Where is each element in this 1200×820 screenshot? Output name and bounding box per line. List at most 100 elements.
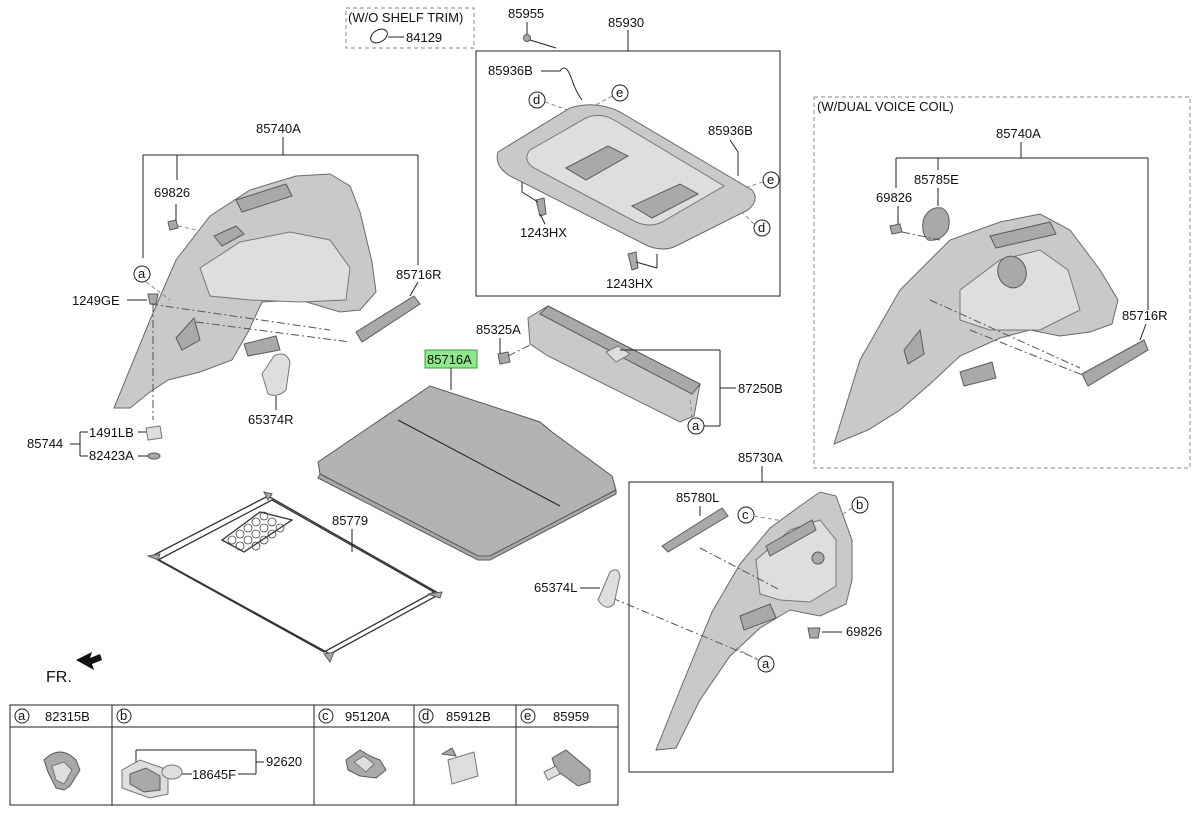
callout-b [851,496,869,514]
grommet-84129 [370,28,388,44]
callout-a-1 [133,265,151,283]
dual-voice-coil-label: (W/DUAL VOICE COIL) [817,99,954,114]
speaker-85785E [922,207,950,241]
part-85716R-right[interactable]: 85716R [1122,308,1168,323]
callout-e-2-letter: e [767,172,774,187]
legend-table: a 82315B b 18645F 92620 c 95120A d 85912… [9,704,619,806]
part-65374L[interactable]: 65374L [534,580,577,595]
part-1491LB[interactable]: 1491LB [89,425,134,440]
washer-82423A [147,452,161,460]
callout-c [737,506,755,524]
wo-shelf-trim-group: (W/O SHELF TRIM) 84129 [345,7,475,49]
part-85785E[interactable]: 85785E [914,172,959,187]
part-85716A[interactable]: 85716A [427,352,472,367]
bumper-85959 [551,749,591,787]
part-85740A-right[interactable]: 85740A [996,126,1041,141]
shelf-assembly-group: 85955 85930 85936B d e 85936B e d 1243HX [475,6,781,297]
pad-85912B [447,751,479,785]
transverse-trim-87250B [527,305,701,423]
part-69826-bottom[interactable]: 69826 [846,624,882,639]
cover-65374R [261,353,291,396]
callout-d-1 [528,91,546,109]
left-trim-group: 85740A 69826 a 1249GE 85716R 65374R [27,121,442,463]
scuff-85716R-left [355,295,421,343]
legend-c-circle [318,708,334,724]
callout-d-2-letter: d [758,220,765,235]
callout-a-3 [757,655,775,673]
transverse-trim-group: 85325A 87250B a [476,305,783,435]
callout-e-1 [611,84,629,102]
part-85779[interactable]: 85779 [332,513,368,528]
front-indicator: FR. [46,652,102,686]
callout-a-2 [687,417,705,435]
front-label: FR. [46,669,72,686]
clip-1491LB [145,425,163,441]
dual-voice-coil-group: (W/DUAL VOICE COIL) 85740A 85785E 69826 … [813,96,1191,469]
screw-1243HX-b [627,251,639,271]
bolt-69826-left [167,219,179,231]
wo-shelf-trim-label: (W/O SHELF TRIM) [348,10,463,25]
bolt-69826-right [889,223,903,235]
callout-a-2-letter: a [692,418,700,433]
legend-e-part[interactable]: 85959 [553,709,589,724]
scuff-85716R-right [1081,339,1149,387]
legend-b-sub1[interactable]: 18645F [192,767,236,782]
cargo-net-85779 [150,495,442,655]
luggage-mat-85716A [317,385,617,557]
legend-a-letter: a [18,708,26,723]
legend-c-letter: c [322,708,329,723]
legend-d-part[interactable]: 85912B [446,709,491,724]
part-1249GE[interactable]: 1249GE [72,293,120,308]
cover-65374L [597,569,621,608]
part-85930[interactable]: 85930 [608,15,644,30]
legend-e-circle [520,708,536,724]
part-1243HX-b[interactable]: 1243HX [606,276,653,291]
callout-d-1-letter: d [533,92,540,107]
part-84129[interactable]: 84129 [406,30,442,45]
callout-a-3-letter: a [762,656,770,671]
part-85325A[interactable]: 85325A [476,322,521,337]
part-85780L[interactable]: 85780L [676,490,719,505]
callout-d-2 [753,219,771,237]
part-85955[interactable]: 85955 [508,6,544,21]
part-65374R[interactable]: 65374R [248,412,294,427]
part-87250B[interactable]: 87250B [738,381,783,396]
legend-b-letter: b [120,708,127,723]
legend-d-circle [418,708,434,724]
front-arrow-icon [76,652,102,670]
legend-d-letter: d [422,708,429,723]
callout-b-letter: b [856,497,863,512]
left-side-trim-group: 85730A 85780L c b 65374L 69826 a [534,450,894,773]
callout-c-letter: c [742,507,749,522]
part-85740A-left[interactable]: 85740A [256,121,301,136]
screw-85325A [497,351,511,365]
legend-c-part[interactable]: 95120A [345,709,390,724]
clip-85955 [523,34,531,42]
legend-a-circle [14,708,30,724]
part-82423A[interactable]: 82423A [89,448,134,463]
part-85716R-left[interactable]: 85716R [396,267,442,282]
bolt-1249GE [147,293,159,305]
cargo-net-group: 85779 [146,491,443,664]
legend-e-letter: e [524,708,531,723]
part-69826-right[interactable]: 69826 [876,190,912,205]
callout-a-1-letter: a [138,266,146,281]
callout-e-1-letter: e [616,85,623,100]
scuff-85780L [661,507,729,553]
legend-b-circle [116,708,132,724]
callout-e-2 [762,171,780,189]
cargo-mat-group: 85716A [317,349,617,561]
bulb-18645F [161,764,183,780]
part-85936B-b[interactable]: 85936B [708,123,753,138]
part-85744[interactable]: 85744 [27,436,63,451]
bolt-69826-bottom [807,627,821,639]
part-85936B-a[interactable]: 85936B [488,63,533,78]
quarter-trim-85740A-right [833,213,1119,445]
legend-b-sub2[interactable]: 92620 [266,754,302,769]
legend-a-part[interactable]: 82315B [45,709,90,724]
part-69826-left[interactable]: 69826 [154,185,190,200]
part-85730A[interactable]: 85730A [738,450,783,465]
screw-1243HX-a [535,197,547,217]
part-1243HX-a[interactable]: 1243HX [520,225,567,240]
